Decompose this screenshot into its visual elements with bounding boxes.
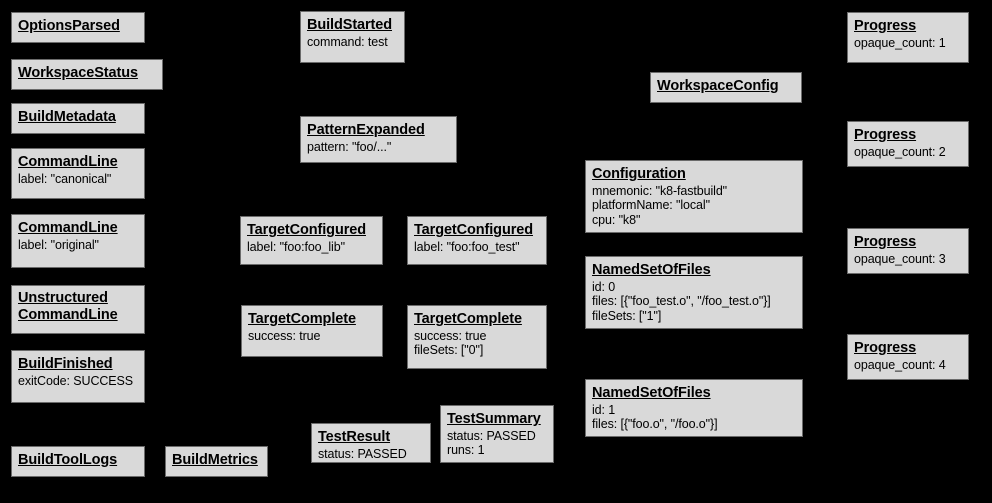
node-field: status: PASSED bbox=[318, 446, 407, 461]
node-field: opaque_count: 4 bbox=[854, 357, 946, 372]
node-options-parsed[interactable]: OptionsParsed bbox=[11, 12, 145, 43]
node-fields: pattern: "foo/..." bbox=[307, 140, 450, 155]
node-field: label: "foo:foo_lib" bbox=[247, 239, 345, 254]
node-field: platformName: "local" bbox=[592, 198, 710, 213]
node-field: id: 1 bbox=[592, 402, 616, 417]
node-title: BuildToolLogs bbox=[18, 452, 118, 468]
node-field: status: PASSED bbox=[447, 428, 536, 443]
node-title: BuildFinished bbox=[18, 356, 113, 372]
node-title: TargetConfigured bbox=[414, 222, 533, 238]
node-fields: exitCode: SUCCESS bbox=[18, 374, 138, 389]
node-field: opaque_count: 1 bbox=[854, 35, 946, 50]
node-field: label: "original" bbox=[18, 237, 99, 252]
node-title: Progress bbox=[854, 340, 917, 356]
node-title: WorkspaceConfig bbox=[657, 78, 779, 94]
node-field: id: 0 bbox=[592, 279, 616, 294]
node-title: TargetComplete bbox=[414, 311, 522, 327]
node-field: exitCode: SUCCESS bbox=[18, 373, 134, 388]
node-title: TestSummary bbox=[447, 411, 541, 427]
node-field: files: [{"foo.o", "/foo.o"}] bbox=[592, 417, 718, 432]
node-title: Configuration bbox=[592, 166, 686, 182]
node-field: opaque_count: 3 bbox=[854, 251, 946, 266]
node-build-tool-logs[interactable]: BuildToolLogs bbox=[11, 446, 145, 477]
node-field: fileSets: ["1"] bbox=[592, 308, 662, 323]
node-fields: label: "foo:foo_test" bbox=[414, 240, 540, 255]
node-title: Unstructured CommandLine bbox=[18, 290, 118, 323]
node-title: NamedSetOfFiles bbox=[592, 385, 711, 401]
node-fields: opaque_count: 2 bbox=[854, 145, 962, 160]
node-title: BuildStarted bbox=[307, 17, 393, 33]
node-title: CommandLine bbox=[18, 154, 118, 170]
node-title: TargetComplete bbox=[248, 311, 356, 327]
node-fields: label: "canonical" bbox=[18, 172, 138, 187]
node-fields: success: true bbox=[248, 329, 376, 344]
node-fields: opaque_count: 3 bbox=[854, 252, 962, 267]
node-title: BuildMetadata bbox=[18, 109, 116, 125]
node-field: cpu: "k8" bbox=[592, 212, 641, 227]
node-title: Progress bbox=[854, 127, 917, 143]
node-title: TestResult bbox=[318, 429, 391, 445]
node-field: success: true bbox=[414, 328, 487, 343]
node-build-metadata[interactable]: BuildMetadata bbox=[11, 103, 145, 134]
node-fields: opaque_count: 1 bbox=[854, 36, 962, 51]
node-build-metrics[interactable]: BuildMetrics bbox=[165, 446, 268, 477]
node-field: pattern: "foo/..." bbox=[307, 139, 392, 154]
node-field: fileSets: ["0"] bbox=[414, 343, 484, 358]
node-fields: status: PASSED bbox=[318, 447, 424, 462]
node-title: OptionsParsed bbox=[18, 18, 120, 34]
node-title: PatternExpanded bbox=[307, 122, 425, 138]
node-workspace-status[interactable]: WorkspaceStatus bbox=[11, 59, 163, 90]
node-title: CommandLine bbox=[18, 220, 118, 236]
node-fields: label: "original" bbox=[18, 238, 138, 253]
node-field: success: true bbox=[248, 328, 321, 343]
node-field: files: [{"foo_test.o", "/foo_test.o"}] bbox=[592, 294, 771, 309]
node-field: label: "foo:foo_test" bbox=[414, 239, 520, 254]
node-field: opaque_count: 2 bbox=[854, 144, 946, 159]
node-fields: command: test bbox=[307, 35, 398, 50]
node-field: command: test bbox=[307, 34, 388, 49]
node-title: Progress bbox=[854, 18, 917, 34]
node-title: TargetConfigured bbox=[247, 222, 366, 238]
node-fields: opaque_count: 4 bbox=[854, 358, 962, 373]
node-title: WorkspaceStatus bbox=[18, 65, 138, 81]
node-fields: mnemonic: "k8-fastbuild"platformName: "l… bbox=[592, 184, 796, 228]
node-workspace-config[interactable]: WorkspaceConfig bbox=[650, 72, 802, 103]
node-title: Progress bbox=[854, 234, 917, 250]
node-field: runs: 1 bbox=[447, 443, 485, 458]
node-title: NamedSetOfFiles bbox=[592, 262, 711, 278]
node-fields: label: "foo:foo_lib" bbox=[247, 240, 376, 255]
node-field: mnemonic: "k8-fastbuild" bbox=[592, 183, 728, 198]
node-title: BuildMetrics bbox=[172, 452, 258, 468]
node-field: label: "canonical" bbox=[18, 171, 112, 186]
node-unstructured-command-line[interactable]: Unstructured CommandLine bbox=[11, 285, 145, 334]
